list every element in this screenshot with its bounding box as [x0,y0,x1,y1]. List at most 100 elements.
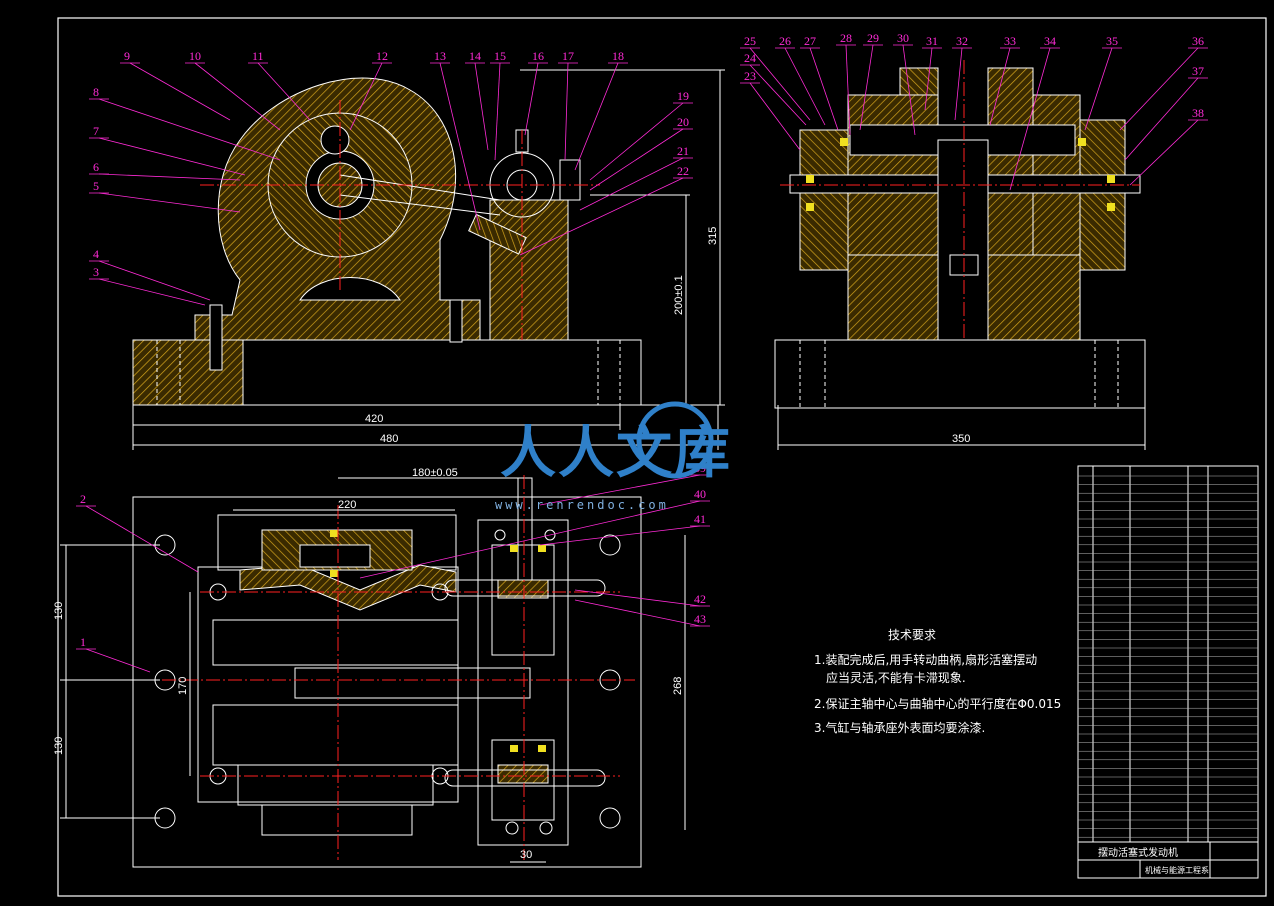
part-label-33: 33 [1004,34,1016,48]
part-label-19: 19 [677,89,689,103]
top-dimensions [60,477,686,863]
part-label-2: 2 [80,492,86,506]
leader-line [98,278,206,306]
leader-line [574,599,701,627]
title-block-school: 机械与能源工程系 [1145,865,1209,875]
part-label-10: 10 [189,49,201,63]
part-label-28: 28 [840,31,852,45]
dim-180: 180±0.05 [412,467,458,479]
leader-line [85,648,151,673]
leader-line [1124,77,1199,161]
leader-line [1119,47,1199,131]
dim-130-lower: 130 [53,737,65,755]
dim-480: 480 [380,433,398,445]
leader-line [98,137,246,176]
title-block [1077,841,1259,879]
tech-note-1: 1.装配完成后,用手转动曲柄,扇形活塞摆动 [814,652,1037,667]
part-label-22: 22 [677,164,689,178]
dim-420: 420 [365,413,383,425]
tech-note-1b: 应当灵活,不能有卡滞现象. [826,670,966,685]
part-label-26: 26 [779,34,791,48]
leader-line [359,500,701,579]
part-label-36: 36 [1192,34,1204,48]
part-label-13: 13 [434,49,446,63]
part-label-32: 32 [956,34,968,48]
part-label-8: 8 [93,85,99,99]
part-label-34: 34 [1044,34,1056,48]
dim-220: 220 [338,499,356,511]
technical-requirements: 技术要求 1.装配完成后,用手转动曲柄,扇形活塞摆动 应当灵活,不能有卡滞现象.… [814,628,1061,735]
dim-200: 200±0.1 [673,275,685,315]
part-label-6: 6 [93,160,99,174]
tech-notes-title: 技术要求 [888,628,936,642]
leader-line [574,589,701,607]
part-label-14: 14 [469,49,481,63]
leader-line [574,62,619,171]
part-label-35: 35 [1106,34,1118,48]
leader-line [859,44,874,131]
leader-line [564,62,569,161]
leader-line [474,62,489,151]
part-label-41: 41 [694,512,706,526]
leader-line [845,44,851,136]
leader-line [589,102,684,181]
leader-line [257,62,311,121]
part-label-37: 37 [1192,64,1204,78]
drawing-border [57,17,1267,897]
dim-130-upper: 130 [53,602,65,620]
part-label-16: 16 [532,49,544,63]
leader-line [579,157,684,211]
leader-line [989,47,1011,126]
part-label-1: 1 [80,635,86,649]
part-label-23: 23 [744,69,756,83]
tech-note-3: 3.气缸与轴承座外表面均要涂漆. [814,720,985,735]
parts-list [1077,465,1259,843]
leader-line [98,260,211,301]
dim-315: 315 [707,227,719,245]
part-label-12: 12 [376,49,388,63]
part-label-7: 7 [93,124,99,138]
side-view [774,60,1146,409]
top-view [132,477,642,868]
leader-line [1084,47,1113,131]
title-block-name: 摆动活塞式发动机 [1098,846,1178,859]
part-label-40: 40 [694,487,706,501]
leader-line [524,62,539,136]
part-label-9: 9 [124,49,130,63]
leader-line [129,62,231,121]
part-label-11: 11 [252,49,264,63]
part-label-30: 30 [897,31,909,45]
dim-170: 170 [177,677,189,695]
tech-note-2: 2.保证主轴中心与曲轴中心的平行度在Φ0.015 [814,696,1061,711]
dim-350: 350 [952,433,970,445]
leader-line [589,128,684,191]
watermark-url: www.renrendoc.com [495,498,669,512]
leader-line [98,98,281,161]
part-label-3: 3 [93,265,99,279]
part-label-43: 43 [694,612,706,626]
part-label-38: 38 [1192,106,1204,120]
part-label-31: 31 [926,34,938,48]
leader-line [98,192,241,213]
part-label-20: 20 [677,115,689,129]
leader-line [902,44,916,136]
leader-line [98,173,241,181]
leader-line [749,82,801,151]
dim-30: 30 [520,849,532,861]
leader-line [1009,47,1051,191]
leader-line [439,62,481,231]
leader-line [1129,119,1199,186]
leader-line [539,525,701,546]
leader-line [494,62,501,161]
leader-line [349,62,383,131]
leader-line [539,474,701,506]
leader-line [924,47,933,111]
part-label-5: 5 [93,179,99,193]
top-view-centerlines [140,475,635,860]
leader-line [749,47,811,121]
dim-268: 268 [672,677,684,695]
part-label-27: 27 [804,34,816,48]
front-dimensions [132,69,1146,450]
leader-line [194,62,281,131]
